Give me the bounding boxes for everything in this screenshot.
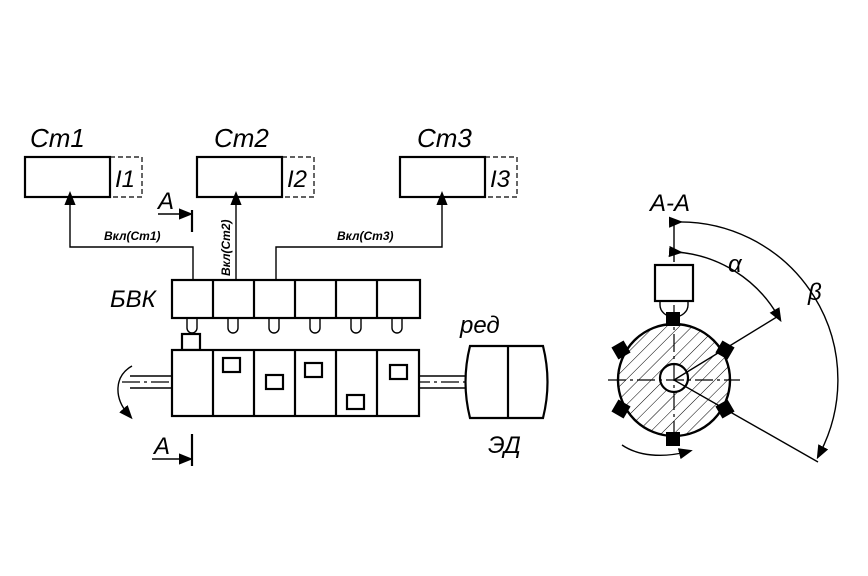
machine-st3: Ст3 I3 (398, 123, 518, 199)
machine-st3-label: Ст3 (417, 123, 472, 153)
contact-pin-3 (268, 318, 280, 334)
sensor-i3-frame (485, 156, 518, 198)
machine-st2: Ст2 I2 (195, 123, 315, 199)
motor-label: ЭД (488, 432, 521, 459)
rotation-arrow-section (621, 444, 693, 460)
machine-st1: Ст1 I1 (23, 123, 143, 199)
alpha-label: α (728, 251, 743, 278)
section-a-top-label: А (156, 188, 174, 215)
machine-st1-box (23, 155, 112, 199)
machine-st3-box (398, 155, 487, 199)
signal-label-vkl1: Вкл(Ст1) (104, 229, 161, 243)
section-a-bottom-label: А (152, 433, 170, 460)
rotation-arrow-left (117, 365, 133, 420)
first-cam-follower (180, 332, 202, 352)
beta-label: β (807, 279, 822, 306)
signal-label-vkl3: Вкл(Ст3) (337, 229, 394, 243)
control-lines: Вкл(Ст1) Вкл(Ст2) Вкл(Ст3) (64, 191, 448, 280)
motor-body (464, 344, 549, 420)
reducer-label: ред (459, 312, 500, 339)
section-aa-view: А-А α β (608, 190, 839, 463)
section-follower (653, 263, 695, 303)
cam-shaft (117, 332, 470, 420)
cam-4 (303, 361, 324, 379)
sensor-i3-label: I3 (490, 166, 511, 193)
signal-label-vkl2: Вкл(Ст2) (219, 219, 233, 276)
machine-st1-label: Ст1 (30, 123, 85, 153)
signal-line-st3 (275, 191, 448, 280)
contact-pin-1 (186, 318, 198, 334)
contact-pin-2 (227, 318, 239, 334)
sensor-i2-frame (282, 156, 315, 198)
bvk-contact-block: БВК (110, 278, 422, 334)
contact-pin-4 (309, 318, 321, 334)
section-a-marks: А А (152, 188, 194, 466)
cam-6 (388, 363, 409, 381)
contact-pin-6 (391, 318, 403, 334)
cam-2 (221, 356, 242, 374)
gear-motor: ред ЭД (459, 312, 549, 459)
cam-3 (264, 373, 285, 391)
section-aa-label: А-А (648, 190, 690, 217)
machine-st2-label: Ст2 (214, 123, 269, 153)
signal-line-st1 (64, 191, 194, 280)
sensor-i2-label: I2 (287, 166, 307, 193)
sensor-i1-label: I1 (115, 166, 135, 193)
bvk-label: БВК (110, 286, 158, 313)
sensor-i1-frame (110, 156, 143, 198)
cam-5 (345, 393, 366, 411)
contact-pin-5 (350, 318, 362, 334)
machine-st2-box (195, 155, 284, 199)
beta-arc (668, 216, 839, 460)
